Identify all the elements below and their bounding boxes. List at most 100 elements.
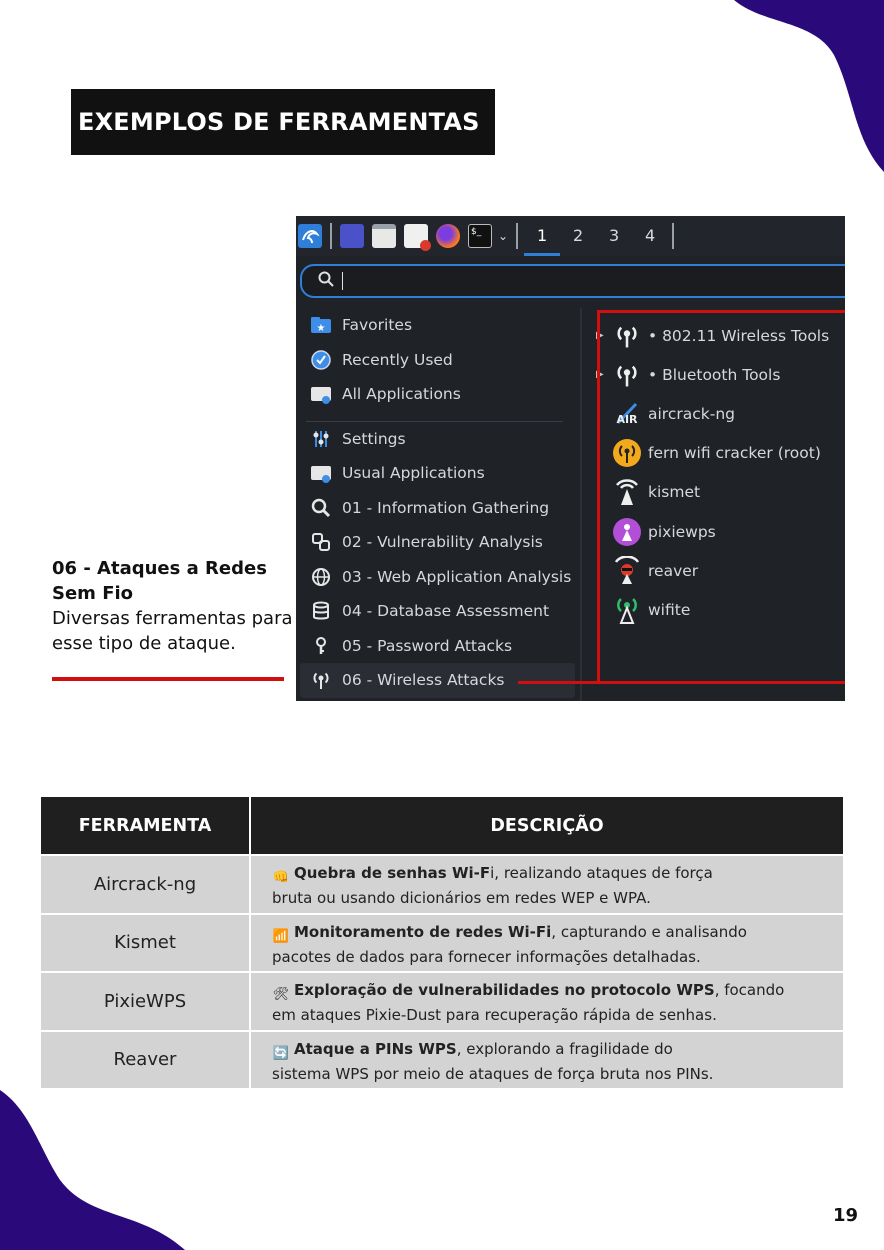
side-note-body: Diversas ferramentas para esse tipo de a…	[52, 608, 293, 654]
app-item-label: kismet	[648, 483, 701, 502]
apps-folder-icon	[308, 382, 334, 406]
tool-name: Aircrack-ng	[41, 856, 249, 913]
svg-text:★: ★	[317, 323, 326, 334]
taskbar: $_ ⌄ 1 2 3 4	[296, 216, 845, 256]
star-folder-icon: ★	[308, 313, 334, 337]
menu-item-all-applications[interactable]: All Applications	[300, 377, 575, 412]
wireless-app-list: ▶ • 802.11 Wireless Tools ▶ • Bluetooth …	[596, 316, 845, 630]
tool-description: 📶Monitoramento de redes Wi-Fi, capturand…	[251, 914, 843, 971]
menu-item-label: 01 - Information Gathering	[342, 498, 550, 517]
description-rest: , explorando a fragilidade do	[456, 1039, 673, 1058]
tool-description: 🔄Ataque a PINs WPS, explorando a fragili…	[251, 1031, 843, 1088]
description-bold: Monitoramento de redes Wi-Fi	[294, 922, 552, 941]
menu-item-label: Usual Applications	[342, 464, 485, 483]
menu-item-label: Favorites	[342, 316, 413, 335]
reaver-icon	[610, 555, 644, 586]
menu-item-vulnerability-analysis[interactable]: 02 - Vulnerability Analysis	[300, 525, 575, 560]
taskbar-separator	[672, 223, 675, 249]
kismet-icon	[610, 477, 644, 507]
menu-item-usual-applications[interactable]: Usual Applications	[300, 456, 575, 491]
app-item-reaver[interactable]: reaver	[596, 551, 845, 590]
table-row: Kismet 📶Monitoramento de redes Wi-Fi, ca…	[41, 914, 843, 971]
text-editor-icon[interactable]	[404, 224, 431, 251]
app-item-label: reaver	[648, 561, 699, 580]
tools-table: FERRAMENTA DESCRIÇÃO Aircrack-ng 👊 Quebra…	[41, 797, 843, 1088]
menu-item-settings[interactable]: Settings	[300, 422, 575, 457]
menu-item-web-application-analysis[interactable]: 03 - Web Application Analysis	[300, 560, 575, 595]
vuln-icon	[308, 530, 334, 554]
description-bold: Quebra de senhas Wi-F	[294, 864, 491, 882]
kali-dragon-icon[interactable]	[298, 224, 322, 248]
table-row: Aircrack-ng 👊 Quebra de senhas Wi-Fi, rea…	[41, 856, 843, 913]
app-item-wifite[interactable]: wifite	[596, 590, 845, 629]
workspace-1[interactable]: 1	[524, 216, 561, 256]
app-search-input[interactable]	[300, 264, 845, 298]
description-rest: , capturando e analisando	[551, 922, 747, 941]
aircrack-icon: AIR	[610, 399, 644, 429]
fist-emoji-icon: 👊	[272, 870, 290, 885]
app-item-pixiewps[interactable]: pixiewps	[596, 512, 845, 551]
table-row: PixieWPS 🛠Exploração de vulnerabilidades…	[41, 973, 843, 1030]
panel-divider	[580, 308, 582, 701]
chevron-down-icon[interactable]: ⌄	[498, 229, 509, 243]
menu-item-recently-used[interactable]: Recently Used	[300, 343, 575, 378]
apps-folder-icon	[308, 461, 334, 485]
red-underline	[52, 677, 284, 681]
magnifier-icon	[308, 496, 334, 520]
kali-menu-screenshot: $_ ⌄ 1 2 3 4 ★ Favorites Recently Used A…	[296, 216, 845, 701]
menu-item-information-gathering[interactable]: 01 - Information Gathering	[300, 491, 575, 526]
fern-icon	[610, 438, 644, 468]
page-number: 19	[832, 1205, 858, 1226]
wifite-icon	[610, 595, 644, 625]
menu-item-label: 04 - Database Assessment	[342, 602, 550, 621]
decorative-blob-bottom	[0, 1090, 185, 1250]
description-line2: em ataques Pixie-Dust para recuperação r…	[272, 1006, 717, 1024]
app-item-fern-wifi-cracker[interactable]: fern wifi cracker (root)	[596, 434, 845, 473]
clock-icon	[308, 348, 334, 372]
signal-bars-emoji-icon: 📶	[272, 928, 290, 944]
menu-item-label: Settings	[342, 429, 406, 448]
description-line2: bruta ou usando dicionários em redes WEP…	[272, 889, 651, 907]
tools-emoji-icon: 🛠	[272, 987, 290, 1002]
description-rest: i, realizando ataques de força	[490, 864, 713, 882]
tool-description: 🛠Exploração de vulnerabilidades no proto…	[251, 973, 843, 1030]
menu-item-favorites[interactable]: ★ Favorites	[300, 308, 575, 343]
desktop-icon[interactable]	[340, 224, 364, 248]
section-title: EXEMPLOS DE FERRAMENTAS	[78, 108, 480, 136]
menu-item-label: 03 - Web Application Analysis	[342, 567, 572, 586]
decorative-blob-top	[734, 0, 884, 172]
description-line2: sistema WPS por meio de ataques de força…	[272, 1064, 714, 1083]
workspace-3[interactable]: 3	[608, 226, 620, 245]
app-item-label: • 802.11 Wireless Tools	[648, 326, 830, 345]
menu-item-wireless-attacks[interactable]: 06 - Wireless Attacks	[300, 663, 575, 698]
firefox-icon[interactable]	[436, 224, 460, 248]
app-item-kismet[interactable]: kismet	[596, 473, 845, 512]
side-note-heading: 06 - Ataques a Redes Sem Fio	[52, 558, 267, 604]
table-row: Reaver 🔄Ataque a PINs WPS, explorando a …	[41, 1031, 843, 1088]
description-rest: , focando	[714, 981, 785, 999]
menu-item-label: 05 - Password Attacks	[342, 636, 513, 655]
category-menu: ★ Favorites Recently Used All Applicatio…	[300, 308, 575, 698]
side-note: 06 - Ataques a Redes Sem Fio Diversas fe…	[52, 556, 297, 656]
pixiewps-icon	[610, 517, 644, 547]
app-item-label: wifite	[648, 600, 691, 619]
taskbar-separator	[516, 223, 519, 249]
app-item-aircrack-ng[interactable]: AIR aircrack-ng	[596, 394, 845, 433]
app-item-label: fern wifi cracker (root)	[648, 444, 821, 463]
menu-item-label: All Applications	[342, 385, 461, 404]
workspace-2[interactable]: 2	[572, 226, 584, 245]
app-item-label: • Bluetooth Tools	[648, 365, 781, 384]
tool-name: Kismet	[41, 914, 249, 971]
wireless-icon	[610, 360, 644, 390]
tool-name: Reaver	[41, 1031, 249, 1088]
table-header-row: FERRAMENTA DESCRIÇÃO	[41, 797, 843, 854]
menu-item-database-assessment[interactable]: 04 - Database Assessment	[300, 594, 575, 629]
menu-item-password-attacks[interactable]: 05 - Password Attacks	[300, 629, 575, 664]
search-icon	[318, 271, 334, 291]
description-bold: Ataque a PINs WPS	[294, 1039, 457, 1058]
workspace-4[interactable]: 4	[644, 226, 656, 245]
highlight-frame	[597, 310, 845, 684]
text-cursor	[342, 272, 343, 290]
file-manager-icon[interactable]	[372, 224, 396, 248]
terminal-icon[interactable]: $_	[468, 224, 492, 248]
